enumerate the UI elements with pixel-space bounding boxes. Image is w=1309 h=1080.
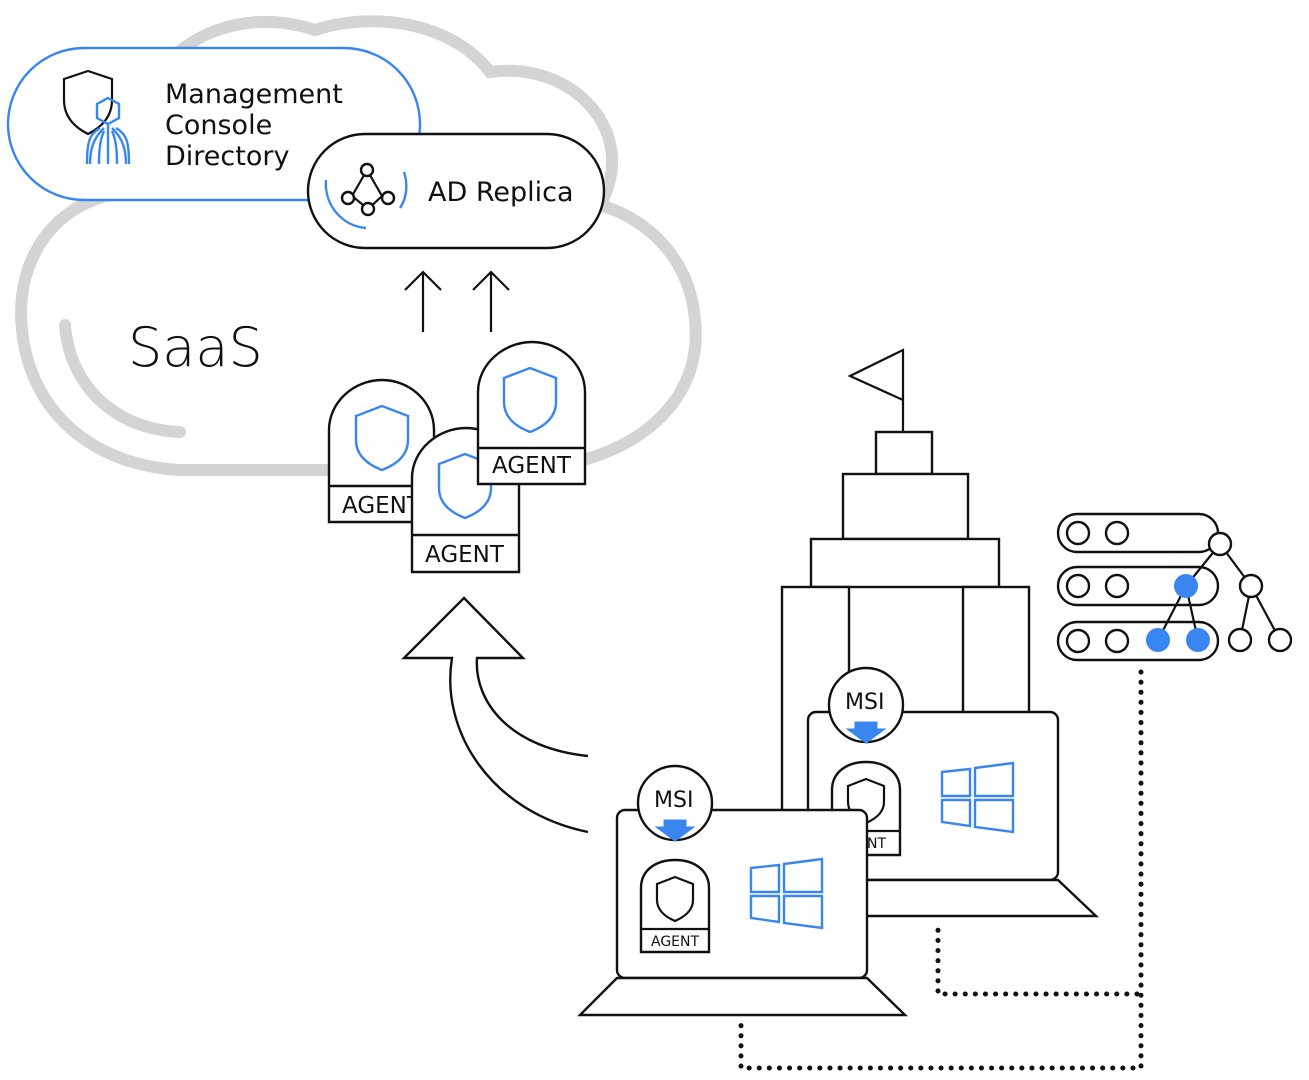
windows-logo-icon: [749, 857, 824, 930]
console-line-3: Directory: [165, 141, 289, 172]
msi-label: MSI: [654, 788, 693, 813]
agent-badge: [476, 340, 587, 486]
download-arrow-icon: [845, 721, 887, 744]
directory-icon: [85, 96, 131, 165]
agent-label: AGENT: [425, 542, 505, 568]
upload-arrow-icon: [472, 270, 510, 332]
upload-arrow-icon: [404, 270, 442, 332]
shield-icon: [437, 452, 493, 520]
network-connection: [738, 669, 1144, 1071]
saas-cloud: [15, 15, 702, 477]
tree-icon: [1146, 531, 1293, 653]
install-flow-arrow: [401, 596, 589, 834]
shield-icon: [354, 404, 410, 472]
console-line-1: Management: [165, 79, 343, 110]
shield-icon: [655, 875, 695, 923]
download-arrow-icon: [654, 819, 696, 842]
msi-label: MSI: [845, 690, 884, 715]
ad-replica-pill: [306, 132, 606, 250]
laptop-front: [577, 764, 908, 1017]
shield-icon: [502, 366, 558, 434]
agent-label: AGENT: [651, 934, 699, 950]
agent-label: AGENT: [492, 453, 572, 479]
console-line-2: Console: [165, 110, 272, 141]
agent-label: AGENT: [342, 493, 422, 519]
server-rack-icon: [1056, 512, 1220, 662]
replica-label: AD Replica: [428, 177, 574, 208]
agent-badge: [327, 378, 436, 524]
network-graph-icon: [324, 162, 408, 230]
cloud-label: SaaS: [128, 316, 263, 379]
windows-logo-icon: [940, 761, 1015, 834]
